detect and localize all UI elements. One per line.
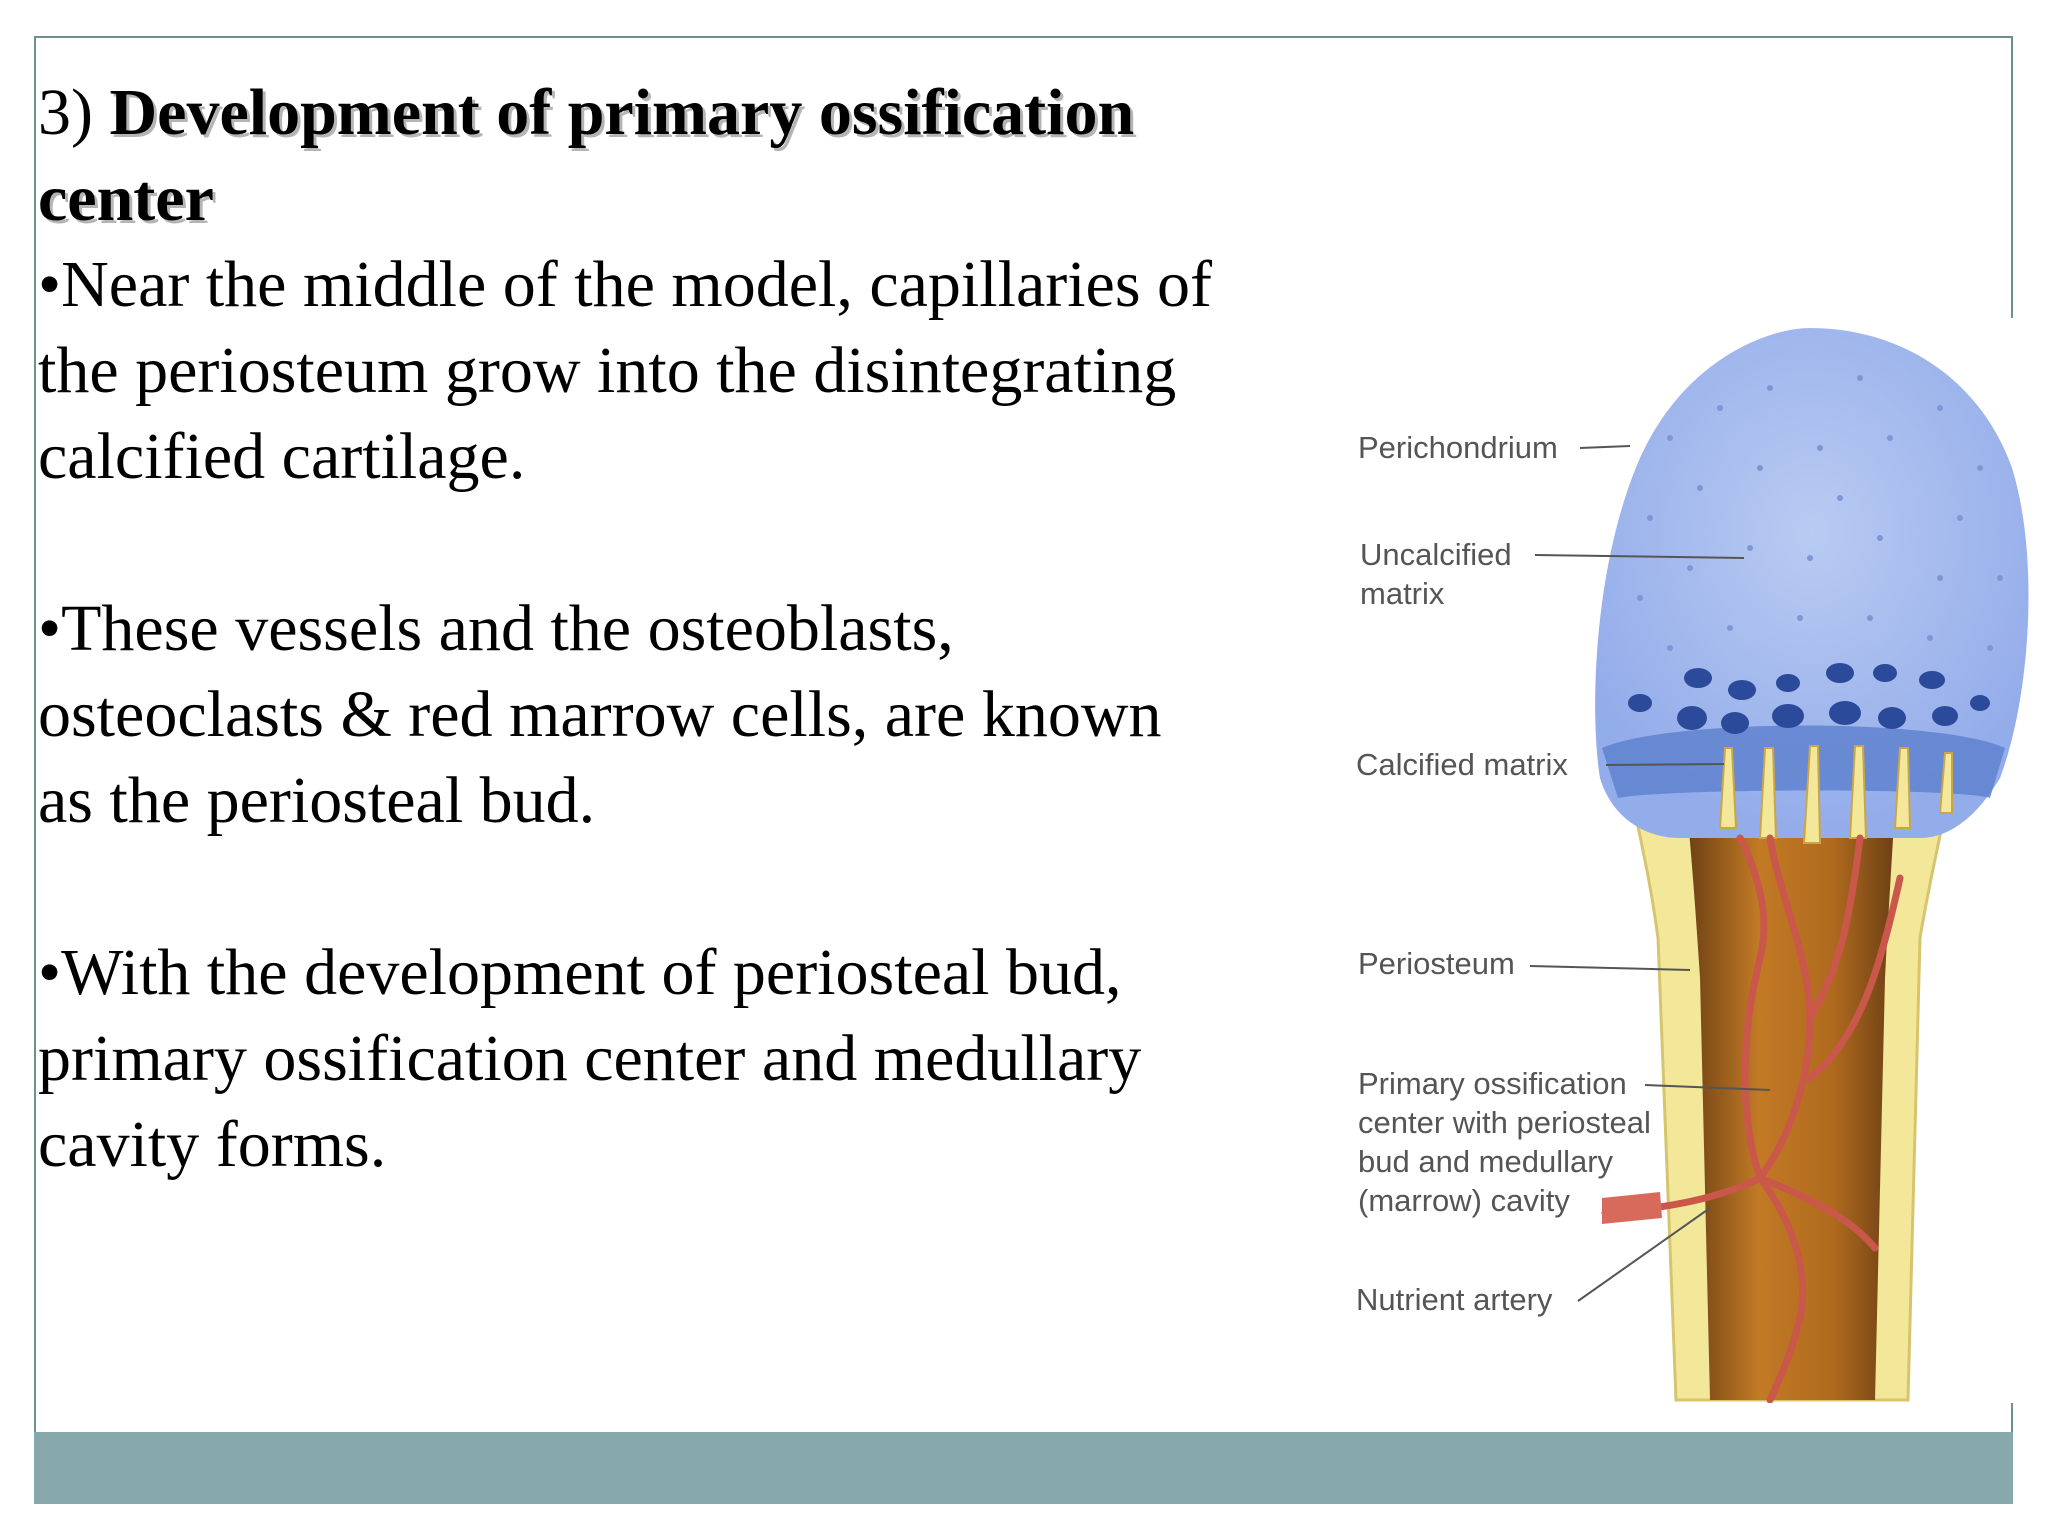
footer-bar xyxy=(34,1432,2013,1504)
label-primary-3: bud and medullary xyxy=(1358,1144,1614,1179)
label-primary-2: center with periosteal xyxy=(1358,1105,1651,1140)
label-primary-4: (marrow) cavity xyxy=(1358,1183,1570,1218)
leader-lines xyxy=(1529,445,1771,1302)
blood-vessels xyxy=(1601,834,1904,1403)
label-uncalcified-2: matrix xyxy=(1360,576,1445,611)
cartilage-dots xyxy=(1637,375,2003,651)
nutrient-artery-shape xyxy=(1602,1192,1662,1224)
label-uncalcified-1: Uncalcified xyxy=(1360,537,1512,572)
trabeculae xyxy=(1718,745,1953,844)
slide-title: 3) Development of primary ossification c… xyxy=(38,70,1218,242)
slide-text: 3) Development of primary ossification c… xyxy=(38,70,1218,1188)
paragraph-1: •Near the middle of the model, capillari… xyxy=(38,248,1213,493)
label-calcified: Calcified matrix xyxy=(1356,747,1568,782)
label-primary-1: Primary ossification xyxy=(1358,1066,1627,1101)
paragraph-2: •These vessels and the osteoblasts, oste… xyxy=(38,592,1162,837)
label-periosteum: Periosteum xyxy=(1358,946,1515,981)
label-perichondrium: Perichondrium xyxy=(1358,430,1558,465)
bone-diagram-svg: Perichondrium Uncalcified matrix Calcifi… xyxy=(1356,328,2029,1403)
title-number: 3) xyxy=(38,76,93,149)
paragraph-3: •With the development of periosteal bud,… xyxy=(38,936,1142,1181)
marrow-cavity xyxy=(1685,788,1896,1400)
label-nutrient-artery: Nutrient artery xyxy=(1356,1282,1553,1317)
bone-diagram: Perichondrium Uncalcified matrix Calcifi… xyxy=(1340,318,2040,1403)
title-text: Development of primary ossification cent… xyxy=(38,76,1135,235)
calcified-cavities xyxy=(1628,663,1990,734)
